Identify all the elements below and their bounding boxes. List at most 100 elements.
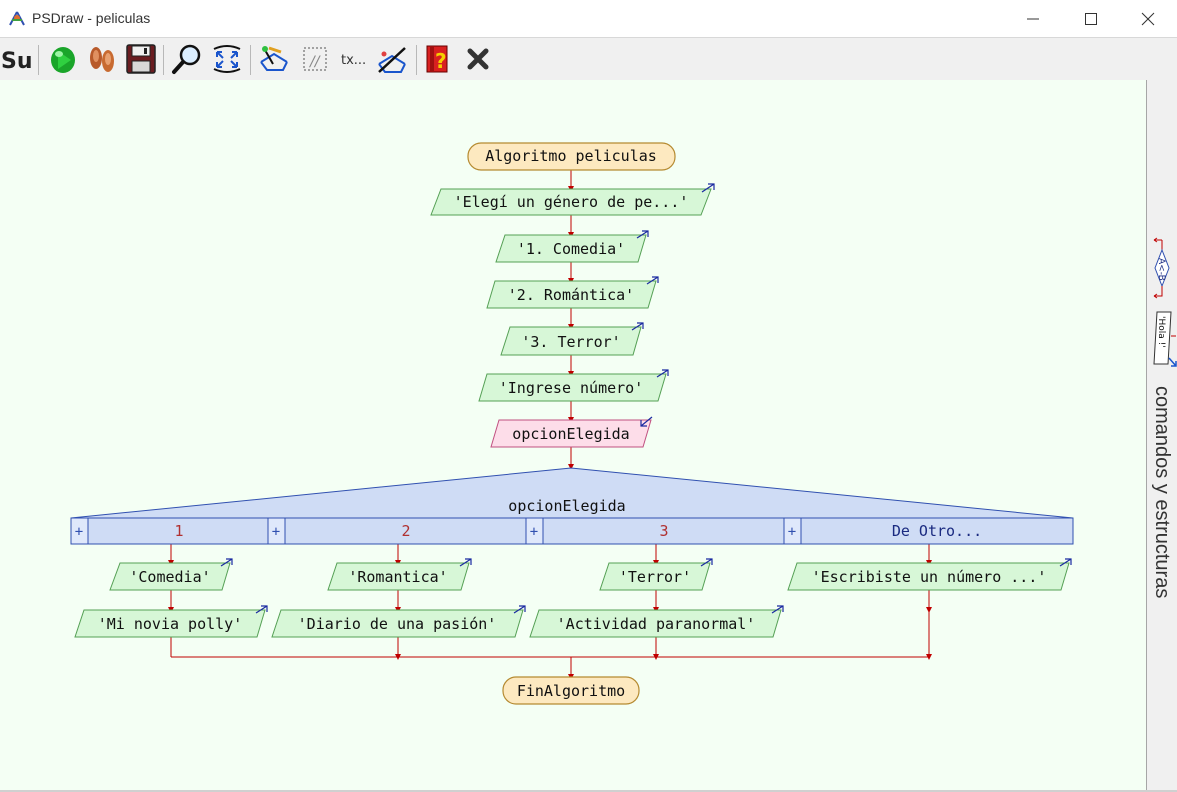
commands-panel-title: comandos y estructuras (1151, 386, 1173, 598)
output-arrow-icon (220, 558, 233, 567)
case-add-button[interactable]: + (267, 517, 286, 545)
draw-button[interactable] (257, 42, 291, 76)
text-button-label: tx... (341, 53, 366, 68)
case-add-button[interactable]: + (525, 517, 544, 545)
output-node[interactable]: 'Actividad paranormal' (529, 605, 784, 638)
toolbar-separator (163, 45, 164, 75)
assign-icon[interactable]: A<-B (1153, 237, 1170, 299)
output-node[interactable]: 'Elegí un género de pe...' (430, 183, 715, 216)
output-arrow-icon (646, 276, 659, 285)
output-arrow-icon (700, 558, 713, 567)
commands-panel[interactable] (1146, 80, 1177, 791)
zoom-button[interactable] (170, 42, 204, 76)
fit-arrows-icon (213, 45, 241, 73)
output-arrow-icon (255, 605, 268, 614)
play-icon (51, 47, 75, 73)
case-label-default: De Otro... (892, 522, 982, 540)
help-button[interactable]: ? (422, 42, 456, 76)
flowchart: Algoritmo peliculas 'Elegí un género de … (70, 142, 1074, 705)
end-label: FinAlgoritmo (517, 682, 625, 700)
x-icon (467, 48, 489, 70)
connectors (168, 170, 932, 680)
output-node[interactable]: 'Mi novia polly' (74, 605, 268, 638)
output-node[interactable]: 'Diario de una pasión' (271, 605, 526, 638)
write-icon[interactable]: 'Hola !' (1153, 311, 1177, 367)
comment-button[interactable]: // (298, 42, 332, 76)
maximize-button[interactable] (1062, 0, 1120, 37)
text-button[interactable]: tx... (337, 42, 371, 76)
output-label: 'Comedia' (129, 568, 210, 586)
output-label: 'Actividad paranormal' (557, 615, 756, 633)
maximize-icon (1085, 13, 1097, 25)
svg-text://: // (308, 54, 321, 70)
delete-node-button[interactable] (375, 42, 409, 76)
crossed-flowchart-icon (378, 47, 406, 73)
close-icon (1141, 12, 1155, 26)
assign-icon-text: A<-B (1156, 258, 1166, 281)
save-button[interactable] (124, 42, 158, 76)
toolbar: Sub (0, 37, 1177, 80)
output-node[interactable]: '1. Comedia' (495, 230, 649, 263)
window-title: PSDraw - peliculas (32, 10, 151, 26)
output-node[interactable]: 'Comedia' (109, 558, 233, 591)
output-node[interactable]: '2. Romántica' (486, 276, 659, 309)
minimize-button[interactable] (1004, 0, 1062, 37)
output-arrow-icon (656, 369, 669, 378)
floppy-icon (126, 44, 156, 74)
toolbar-separator (250, 45, 251, 75)
run-button[interactable] (46, 42, 80, 76)
text-icon: tx... (341, 53, 366, 68)
help-book-icon: ? (426, 45, 448, 73)
plus-icon: + (530, 524, 538, 540)
step-button[interactable] (85, 42, 119, 76)
output-arrow-icon (459, 558, 472, 567)
output-label: 'Mi novia polly' (98, 615, 243, 633)
output-label: 'Diario de una pasión' (298, 615, 497, 633)
output-node[interactable]: '3. Terror' (500, 322, 644, 356)
output-label: '1. Comedia' (517, 240, 625, 258)
toolbar-separator (416, 45, 417, 75)
case-label: 1 (174, 522, 183, 540)
fit-button[interactable] (210, 42, 244, 76)
output-node[interactable]: 'Escribiste un número ...' (787, 558, 1072, 591)
footsteps-icon (90, 47, 114, 72)
end-node[interactable]: FinAlgoritmo (502, 676, 640, 705)
output-label: 'Terror' (619, 568, 691, 586)
plus-icon: + (272, 524, 280, 540)
case-label: 3 (659, 522, 668, 540)
title-bar: PSDraw - peliculas (0, 0, 1177, 37)
case-label: 2 (401, 522, 410, 540)
status-border (0, 790, 1177, 792)
output-label: 'Romantica' (348, 568, 447, 586)
output-label: 'Ingrese número' (499, 379, 644, 397)
magnifier-icon (172, 44, 201, 74)
output-node[interactable]: 'Ingrese número' (478, 369, 669, 402)
input-label: opcionElegida (512, 425, 629, 443)
input-arrow-icon (640, 416, 653, 427)
start-node[interactable]: Algoritmo peliculas (467, 142, 676, 171)
flowchart-icon (260, 46, 288, 71)
case-add-button[interactable]: + (783, 517, 802, 545)
output-arrow-icon (1059, 558, 1072, 567)
output-label: 'Escribiste un número ...' (812, 568, 1047, 586)
output-label: '2. Romántica' (508, 286, 634, 304)
close-window-button[interactable] (1119, 0, 1177, 37)
commands-panel-icons: A<-B 'Hola !' (1153, 237, 1177, 367)
comment-icon: // (303, 47, 327, 71)
output-node[interactable]: 'Terror' (599, 558, 713, 591)
switch-variable: opcionElegida (508, 497, 625, 515)
svg-text:?: ? (435, 49, 447, 73)
switch-node[interactable]: opcionElegida + + + + 1 2 3 De Otro... (70, 467, 1074, 545)
write-icon-text: 'Hola !' (1156, 316, 1166, 348)
minimize-icon (1027, 18, 1039, 20)
output-arrow-icon (701, 183, 715, 193)
output-node[interactable]: 'Romantica' (327, 558, 472, 591)
input-node[interactable]: opcionElegida (490, 416, 653, 448)
close-button[interactable] (462, 42, 496, 76)
case-add-button[interactable]: + (70, 517, 89, 545)
output-label: '3. Terror' (521, 333, 620, 351)
output-arrow-icon (771, 605, 784, 614)
output-arrow-icon (513, 605, 526, 614)
commands-panel-label: comandos y estructuras (1151, 386, 1173, 598)
psdraw-app-icon (9, 11, 25, 26)
